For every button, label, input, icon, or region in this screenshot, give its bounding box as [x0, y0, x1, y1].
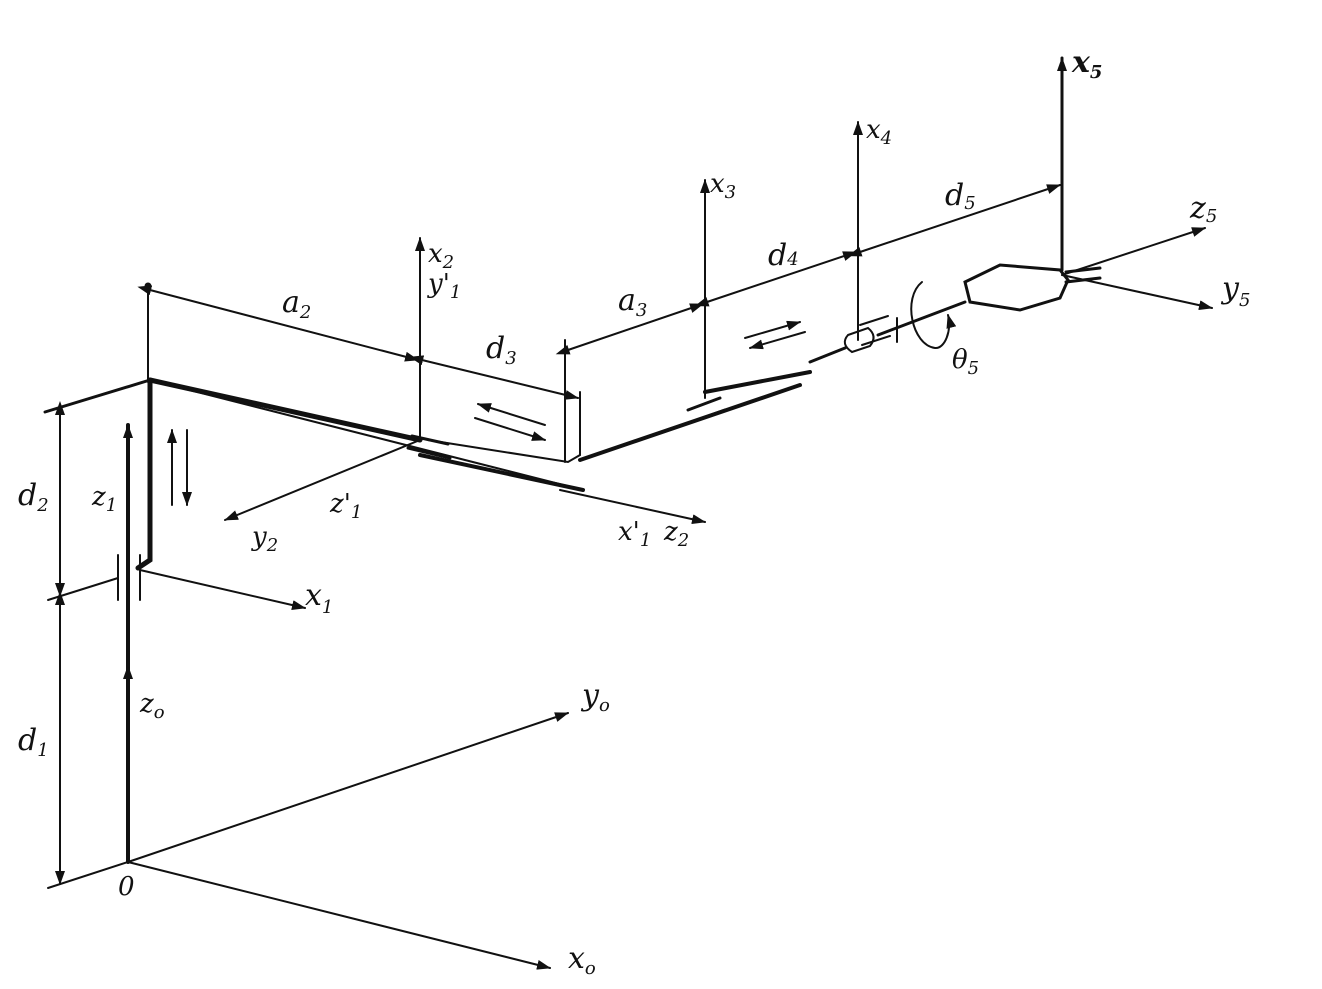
z1-prime-label: z'1 — [329, 489, 362, 523]
d-split-ext — [47, 577, 119, 601]
link-2-arm — [147, 377, 423, 443]
a3-dimension — [555, 303, 704, 355]
y5-axis — [1061, 274, 1213, 311]
link-2-lower-bar — [418, 453, 585, 492]
slide-arrow-left — [477, 403, 546, 426]
z1p-axis-line — [149, 379, 584, 491]
x0-axis — [127, 861, 551, 970]
z5-label: z5 — [1189, 191, 1217, 227]
d4-dimension — [694, 251, 857, 307]
slide-arrow-4-left — [749, 331, 806, 350]
a3-label: a3 — [618, 283, 647, 321]
slide-arrow-right — [474, 417, 546, 441]
a2-dimension — [137, 285, 419, 362]
x2-label: x2 — [428, 239, 454, 273]
link-3-body — [427, 391, 581, 464]
y2-axis — [224, 439, 421, 521]
a2-ext-dot — [144, 282, 152, 290]
d5-dimension — [847, 184, 1061, 257]
d2-top-ext — [43, 378, 152, 414]
z2-axis — [559, 489, 706, 525]
y1-prime-label: y'1 — [427, 269, 461, 303]
z2-label: z2 — [663, 517, 689, 551]
joint-4-bar — [859, 315, 889, 326]
d4-label: d4 — [768, 238, 799, 273]
prismatic-joint-2-bar — [406, 446, 452, 460]
link-1-vertical — [135, 377, 153, 571]
y2-label: y2 — [251, 522, 278, 556]
d5-label: d5 — [945, 178, 976, 214]
theta5-rotation-arrow — [910, 281, 957, 349]
gripper-body — [963, 263, 1070, 312]
z0-label: zo — [139, 689, 165, 723]
link-5-rod — [808, 346, 847, 364]
wrist-rod — [876, 300, 967, 337]
d3-label: d3 — [486, 331, 517, 369]
y5-label: y5 — [1220, 271, 1250, 311]
z5-axis — [1061, 227, 1206, 276]
joint-4-bar — [861, 335, 891, 346]
theta5-label: θ5 — [952, 345, 979, 379]
link-4-rod — [703, 370, 812, 394]
y0-axis — [127, 712, 569, 863]
x1-label: x1 — [305, 578, 333, 618]
x5-label: x5 — [1071, 45, 1102, 83]
joint-4-capsule — [843, 326, 875, 354]
slide-arrow-4-right — [744, 320, 801, 339]
d3-dimension — [409, 355, 579, 400]
a2-label: a2 — [282, 285, 311, 323]
prismatic-joint-3-bar — [686, 396, 722, 412]
x1-prime-label: x'1 — [618, 517, 651, 551]
y0-label: yo — [580, 678, 610, 716]
link-4-arm — [578, 383, 802, 462]
d1-label: d1 — [18, 723, 49, 761]
x0-label: xo — [568, 941, 596, 979]
x4-label: x4 — [866, 115, 892, 149]
d2-label: d2 — [18, 478, 49, 516]
origin-label: 0 — [118, 872, 135, 902]
z1-label: z1 — [91, 482, 117, 516]
x1-axis — [139, 569, 306, 610]
prismatic-joint-3-bar — [690, 408, 727, 424]
x3-label: x3 — [710, 169, 736, 203]
